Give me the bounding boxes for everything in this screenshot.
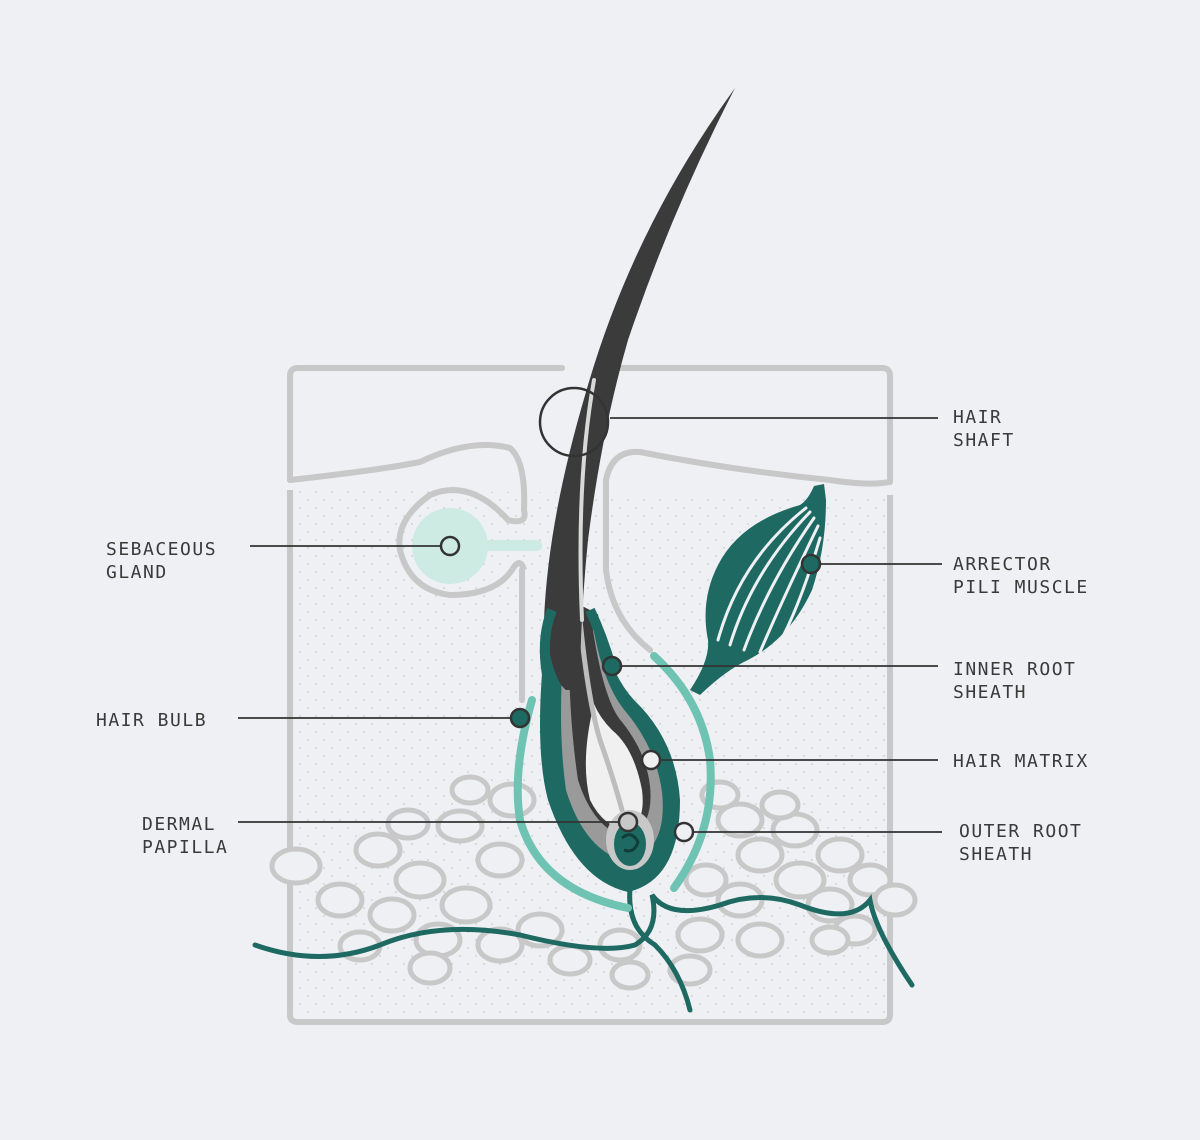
sebaceous-gland-label-line-2: GLAND: [106, 562, 168, 583]
hair-bulb-label-line-1: HAIR BULB: [96, 710, 208, 731]
pointer-lines: [238, 417, 942, 833]
dermal-papilla-label-line-2: PAPILLA: [142, 837, 229, 858]
sebaceous-gland-label-line-1: SEBACEOUS: [106, 539, 218, 560]
sebaceous-gland-marker: [439, 535, 461, 557]
hair-matrix-marker: [640, 749, 662, 771]
hair-shaft-label-line-2: SHAFT: [953, 430, 1015, 451]
sebaceous-gland-label: SEBACEOUS GLAND: [106, 538, 217, 584]
hair-matrix-label-line-1: HAIR MATRIX: [953, 751, 1089, 772]
pointer-markers: [439, 386, 822, 843]
inner-root-sheath-label: INNER ROOT SHEATH: [953, 658, 1076, 704]
outer-root-sheath-label: OUTER ROOT SHEATH: [959, 820, 1082, 866]
outer-root-sheath-label-line-1: OUTER ROOT: [959, 821, 1083, 842]
arrector-pili-muscle: [690, 484, 826, 695]
fat-cells: [269, 774, 918, 991]
hair-matrix-label: HAIR MATRIX: [953, 750, 1089, 773]
dermal-papilla-label: DERMAL PAPILLA: [142, 813, 228, 859]
inner-root-sheath-marker: [601, 655, 623, 677]
inner-root-sheath-label-line-2: SHEATH: [953, 682, 1028, 703]
hair-shaft-label: HAIR SHAFT: [953, 406, 1015, 452]
hair-shaft-marker: [538, 386, 610, 458]
epidermis-layer: [287, 365, 893, 703]
hair-bulb-label: HAIR BULB: [96, 709, 207, 732]
arrector-pili-muscle-label-line-2: PILI MUSCLE: [953, 577, 1089, 598]
blood-vessel: [252, 872, 915, 1013]
hair-shaft-label-line-1: HAIR: [953, 407, 1003, 428]
follicle-wall-right: [603, 477, 653, 653]
dermal-papilla: [614, 822, 646, 866]
outer-root-sheath-label-line-2: SHEATH: [959, 844, 1034, 865]
inner-root-sheath-label-line-1: INNER ROOT: [953, 659, 1077, 680]
arrector-pili-muscle-marker: [800, 553, 822, 575]
dermal-papilla-label-line-1: DERMAL: [142, 814, 217, 835]
dermal-papilla-marker: [617, 811, 639, 833]
outer-root-sheath-marker: [673, 821, 695, 843]
hair-bulb-marker: [509, 707, 531, 729]
arrector-pili-muscle-label: ARRECTOR PILI MUSCLE: [953, 553, 1089, 599]
arrector-pili-muscle-label-line-1: ARRECTOR: [953, 554, 1052, 575]
